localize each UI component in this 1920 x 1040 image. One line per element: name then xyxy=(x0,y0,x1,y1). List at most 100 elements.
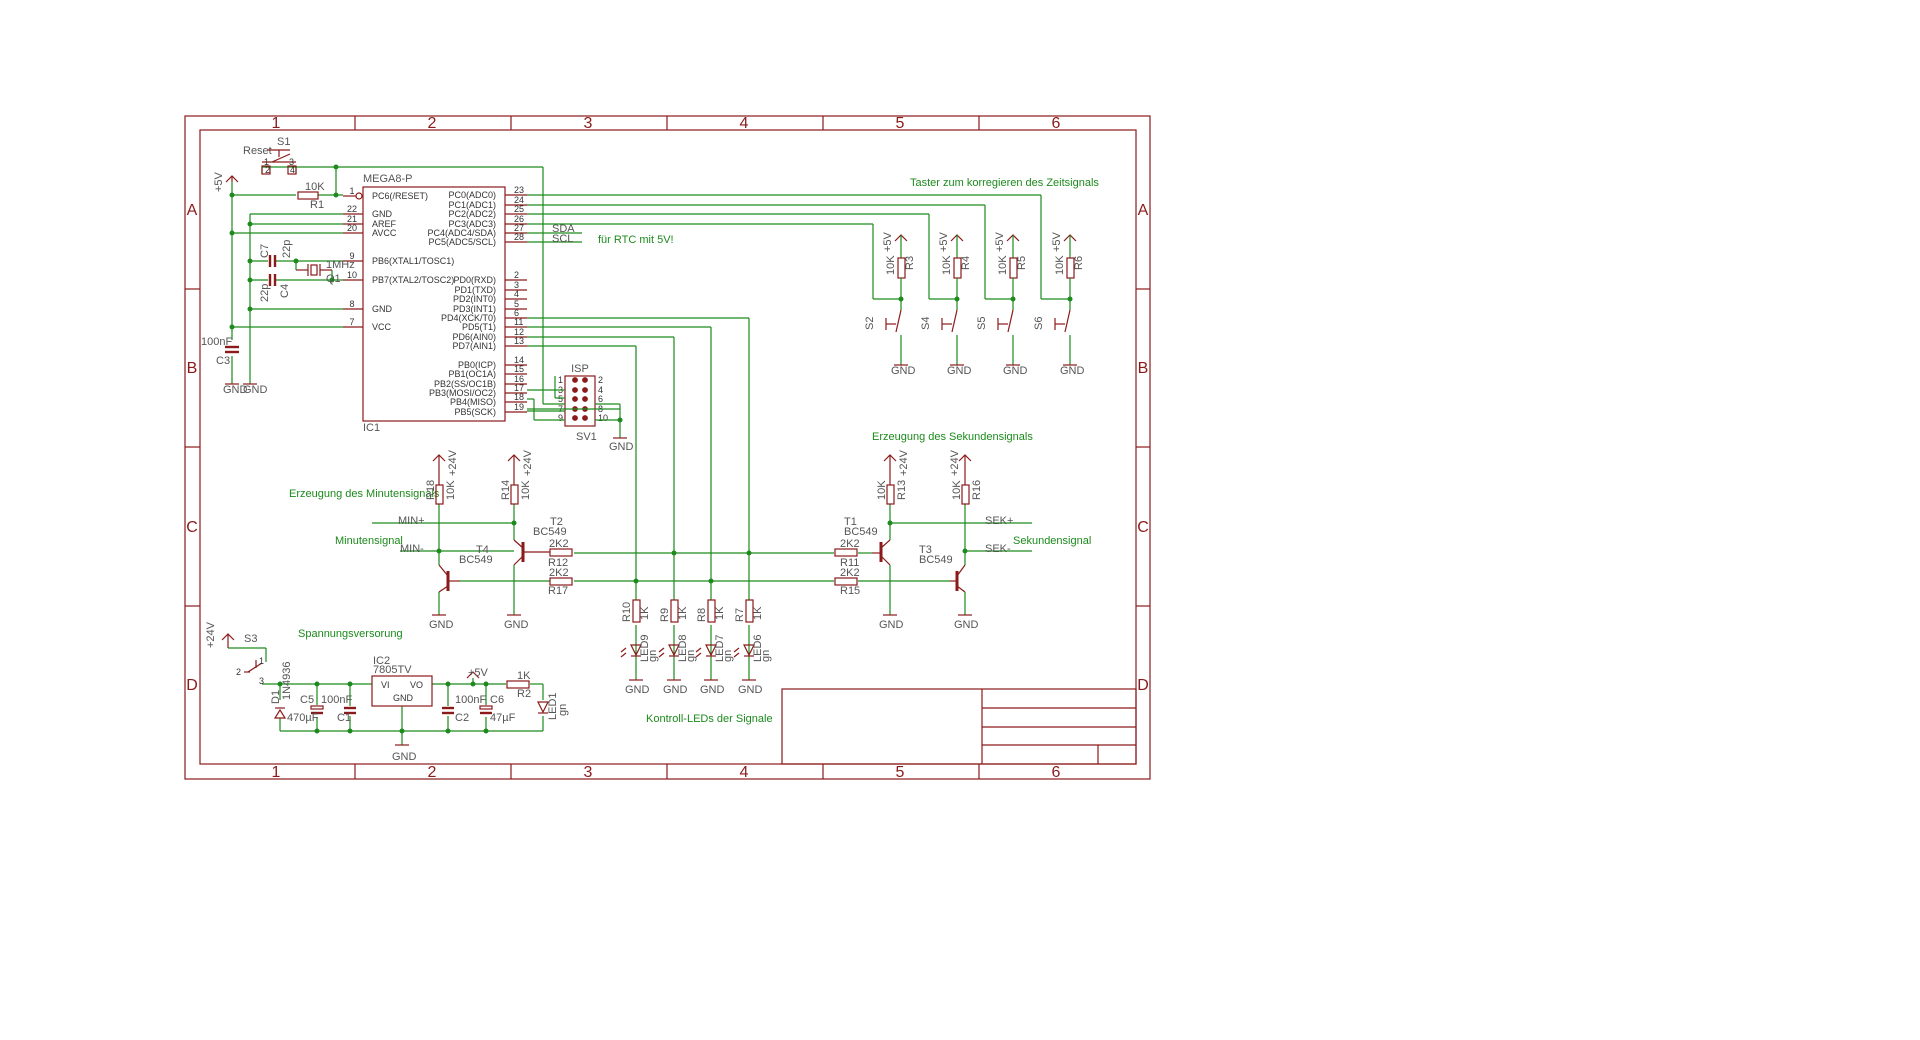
note-power: Spannungsversorung xyxy=(298,628,403,640)
sek-minus-label: SEK- xyxy=(985,543,1011,555)
mcu-pin-num: 12 xyxy=(514,327,524,337)
supply-5v-reg: +5V xyxy=(466,667,489,679)
note-rtc: für RTC mit 5V! xyxy=(598,234,674,246)
mcu-pin-label: PB1(OC1A) xyxy=(448,369,496,379)
r14-value: 10K xyxy=(520,480,532,500)
isp-pin-dot xyxy=(582,415,588,421)
mcu-ic1: MEGA8-P IC1 xyxy=(343,173,506,434)
led-led1: LED1 gn xyxy=(537,692,569,720)
r11-ref: R11 xyxy=(840,557,859,569)
p5v-label: +5V xyxy=(938,231,950,252)
led-color: gn xyxy=(647,650,659,662)
note-second-sig: Sekundensignal xyxy=(1013,535,1091,547)
d1-ref: D1 xyxy=(270,690,282,704)
pullup-ref: R6 xyxy=(1073,256,1085,270)
svg-text:2: 2 xyxy=(236,667,241,677)
gnd-label: GND xyxy=(738,684,763,696)
col-label-bottom-4: 4 xyxy=(740,764,749,781)
col-label-bottom-3: 3 xyxy=(584,764,593,781)
gnd-label: GND xyxy=(609,441,634,453)
r11-value: 2K2 xyxy=(840,538,860,550)
c1-value: 100nF xyxy=(321,694,352,706)
capacitor-c4: C4 22p xyxy=(259,274,291,302)
led-resistor-value: 1K xyxy=(752,606,764,620)
mcu-pin-label: PD0(RXD) xyxy=(453,275,496,285)
pullup-ref: R5 xyxy=(1016,256,1028,270)
p5v-label: +5V xyxy=(1051,231,1063,252)
isp-pin-num: 2 xyxy=(598,375,603,385)
row-label-left-b: B xyxy=(187,360,198,377)
gnd-label: GND xyxy=(504,619,529,631)
led-ray xyxy=(620,652,627,658)
sek-plus-label: SEK+ xyxy=(985,515,1013,527)
col-label-bottom-6: 6 xyxy=(1052,764,1061,781)
pullup-value: 10K xyxy=(1054,255,1066,275)
isp-name: ISP xyxy=(571,363,589,375)
row-label-right-c: C xyxy=(1137,519,1149,536)
c4-value: 22p xyxy=(259,284,271,302)
led-resistor xyxy=(670,599,679,623)
row-label-left-c: C xyxy=(186,519,198,536)
ic2-gnd: GND xyxy=(393,693,414,703)
led-symbol xyxy=(668,644,680,657)
t3-type: BC549 xyxy=(919,554,953,566)
crystal-value: 1MHz xyxy=(326,259,355,271)
row-label-left-d: D xyxy=(186,677,198,694)
resistor-r15: 2K2 R15 xyxy=(834,567,860,597)
capacitor-c5: C5 470µF xyxy=(287,694,324,724)
led-ray xyxy=(620,647,627,653)
ic2-vi: VI xyxy=(381,680,390,690)
c3-ref: C3 xyxy=(216,355,230,367)
svg-text:1: 1 xyxy=(259,656,264,666)
capacitor-c2: 100nF C2 xyxy=(442,694,486,724)
led-ref: LED7 xyxy=(714,634,726,662)
crystal-ref: Q1 xyxy=(326,273,341,285)
mcu-pin-num: 13 xyxy=(514,336,524,346)
c1-ref: C1 xyxy=(337,712,351,724)
isp-pin-num: 5 xyxy=(558,394,563,404)
mcu-name: MEGA8-P xyxy=(363,173,413,185)
col-label-top-5: 5 xyxy=(896,115,905,132)
mcu-pin-label: PD2(INT0) xyxy=(453,294,496,304)
c6-ref: C6 xyxy=(490,694,504,706)
led-ray xyxy=(733,652,740,658)
t3-ref: T3 xyxy=(919,544,932,556)
r14-ref: R14 xyxy=(500,480,512,500)
mcu-pin-num: 2 xyxy=(514,270,519,280)
p5v-label: +5V xyxy=(994,231,1006,252)
mcu-pin-num: 1 xyxy=(349,186,354,196)
p24v-label: +24V xyxy=(205,621,217,648)
mcu-pin-label: PC3(ADC3) xyxy=(448,219,496,229)
section-notes: Taster zum korregieren des Zeitsignals f… xyxy=(289,177,1099,725)
p24v-label: +24V xyxy=(447,449,459,476)
gnd-label: GND xyxy=(429,619,454,631)
led-symbol xyxy=(630,644,642,657)
supply-24v-r18: +24V R18 10K xyxy=(425,449,459,505)
s3-ref: S3 xyxy=(244,633,257,645)
led-ref: LED6 xyxy=(752,634,764,662)
capacitor-c3: 100nF C3 xyxy=(201,336,239,367)
isp-pin-num: 9 xyxy=(558,413,563,423)
crystal-q1: 1MHz Q1 xyxy=(296,259,355,285)
gnd-label: GND xyxy=(223,384,248,396)
mcu-pin-num: 4 xyxy=(514,289,519,299)
mcu-pin-num: 18 xyxy=(514,392,524,402)
gnd-t2: GND xyxy=(504,614,529,631)
t2-ref: T2 xyxy=(550,516,563,528)
r2-value: 1K xyxy=(517,670,531,682)
led-resistor xyxy=(632,599,641,623)
mcu-pin-label: PC4(ADC4/SDA) xyxy=(427,228,496,238)
resistor-r17: 2K2 R17 xyxy=(548,567,573,597)
diode-d1: D1 1N4936 xyxy=(270,661,293,719)
isp-connector-sv1: ISP SV1 xyxy=(564,363,597,443)
mcu-pin-label: PD4(XCK/T0) xyxy=(441,313,496,323)
col-label-top-3: 3 xyxy=(584,115,593,132)
mcu-pin-label: AREF xyxy=(372,219,397,229)
mcu-pin-num: 15 xyxy=(514,364,524,374)
button-ref: S6 xyxy=(1033,317,1045,330)
gnd-symbols-left: GND GND xyxy=(223,383,268,396)
gnd-label: GND xyxy=(1060,365,1085,377)
led-resistor-value: 1K xyxy=(714,606,726,620)
col-label-top-6: 6 xyxy=(1052,115,1061,132)
mcu-pin-num: 5 xyxy=(514,299,519,309)
